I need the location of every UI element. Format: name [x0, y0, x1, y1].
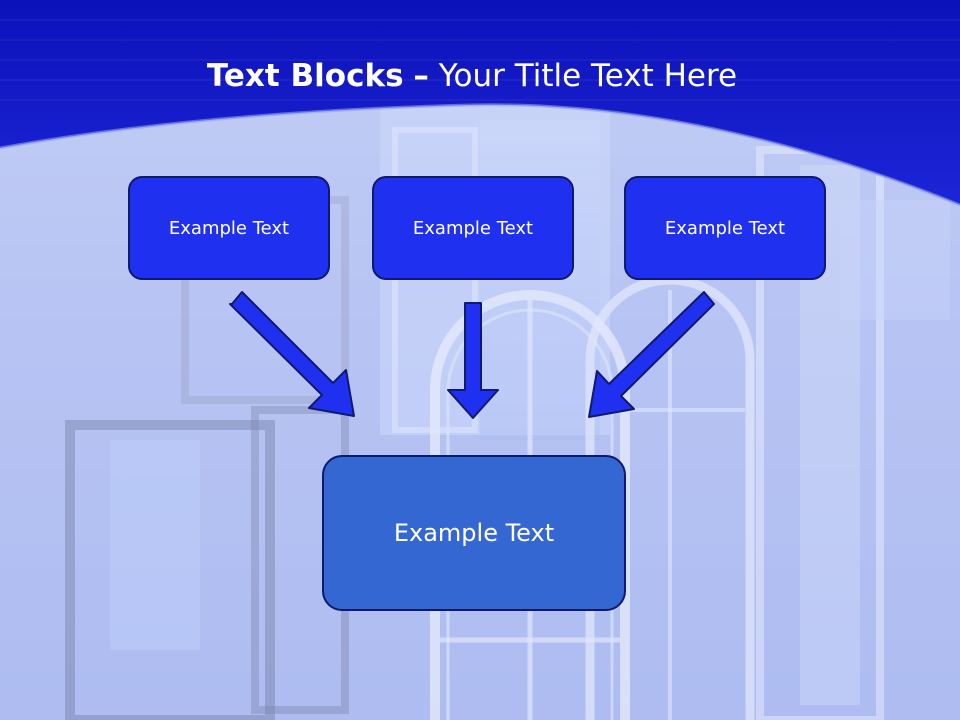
text-block-2-label: Example Text: [412, 217, 534, 239]
title-bold: Text Blocks: [206, 58, 404, 94]
title-rest: Your Title Text Here: [438, 58, 738, 94]
text-block-1-label: Example Text: [168, 217, 290, 239]
arrow-center-down: [447, 302, 499, 419]
text-block-1[interactable]: Example Text: [128, 176, 330, 280]
text-block-center-label: Example Text: [393, 519, 555, 547]
arrow-right-diagonal: [588, 291, 715, 418]
text-block-3-label: Example Text: [664, 217, 786, 239]
text-block-3[interactable]: Example Text: [624, 176, 826, 280]
text-block-center[interactable]: Example Text: [322, 455, 626, 611]
title-dash: –: [413, 58, 429, 94]
text-block-2[interactable]: Example Text: [372, 176, 574, 280]
slide-title: Text Blocks – Your Title Text Here: [0, 52, 944, 100]
arrow-left-diagonal: [229, 291, 355, 417]
